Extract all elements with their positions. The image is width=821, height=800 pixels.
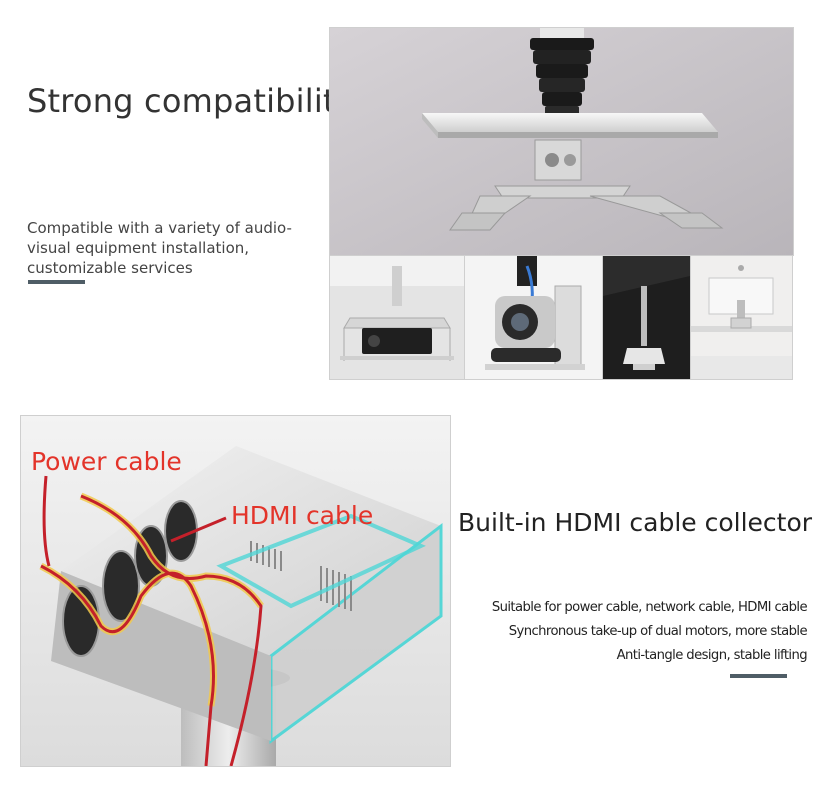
ceiling-projector-photo (329, 255, 465, 380)
ceiling-plate-photo (690, 255, 793, 380)
section-title-compatibility: Strong compatibility (27, 82, 355, 120)
accent-bar (28, 280, 85, 284)
feature-item: Suitable for power cable, network cable,… (491, 600, 808, 615)
accent-bar (730, 674, 787, 678)
projector-mount-photo (329, 27, 794, 256)
hdmi-cable-collector-diagram: Power cable HDMI cable (20, 415, 451, 767)
feature-item: Anti-tangle design, stable lifting (616, 648, 808, 663)
feature-list: Suitable for power cable, network cable,… (427, 596, 808, 668)
power-cable-label: Power cable (31, 447, 182, 476)
hdmi-cable-label: HDMI cable (231, 501, 373, 530)
section-title-hdmi-collector: Built-in HDMI cable collector (458, 508, 813, 537)
feature-item: Synchronous take-up of dual motors, more… (508, 624, 808, 639)
section-description-compatibility: Compatible with a variety of audio-visua… (27, 219, 292, 277)
ptz-camera-photo (464, 255, 603, 380)
ceiling-mount-dark-photo (602, 255, 691, 380)
